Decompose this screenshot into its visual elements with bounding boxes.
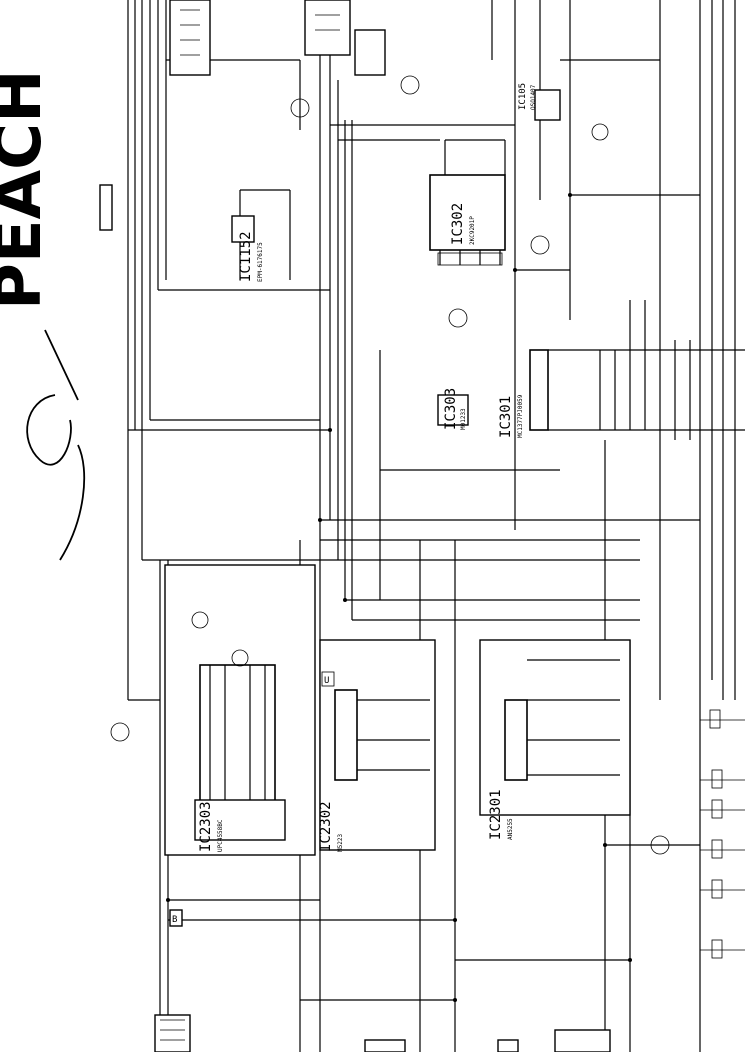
header-signature: [26, 329, 86, 561]
ic2302-label: IC2302: [318, 801, 334, 852]
ic1152-part: EPM-6176175: [257, 242, 264, 282]
ic302-label: IC302: [450, 203, 466, 245]
ic2303-label: IC2303: [198, 801, 214, 852]
ic2301-block: IC2301 AN5255: [479, 639, 631, 840]
right-edge-parts: [700, 709, 745, 959]
top-left-circuit: [99, 0, 420, 280]
bottom-circuit: B: [154, 835, 670, 1052]
ic2302-part: M5223: [337, 834, 344, 852]
ic303-part: M01233: [460, 408, 467, 430]
junction-dots: [166, 193, 632, 1002]
ic2303-block: IC2303 UPC4558BC: [110, 564, 316, 856]
header-block: PEACH: [0, 69, 56, 310]
ic105-block: IC105 QSQ1407: [518, 83, 609, 141]
ic303-block: IC303 M01233: [437, 308, 469, 430]
ic2302-block: U IC2302 M5223: [318, 639, 436, 852]
connector-mark: U: [324, 676, 329, 686]
ic105-part: QSQ1407: [530, 84, 537, 110]
ic303-label: IC303: [443, 388, 459, 430]
ic1152-label: IC1152: [238, 231, 254, 282]
ic1152-block: IC1152 EPM-6176175: [238, 231, 264, 282]
ic2301-label: IC2301: [488, 789, 504, 840]
side-mark: B: [172, 915, 177, 925]
vertical-buses: [127, 0, 736, 1052]
ic302-block: IC302 2KC9201P: [429, 139, 550, 266]
header-text: PEACH: [0, 69, 56, 310]
ic301-block: IC301 MC1377PJ0059: [498, 300, 745, 440]
ic105-label: IC105: [518, 83, 528, 110]
horizontal-buses: [128, 59, 700, 1001]
ic2301-part: AN5255: [507, 818, 514, 840]
ic2303-part: UPC4558BC: [217, 819, 224, 852]
ic302-part: 2KC9201P: [469, 216, 476, 245]
ic301-label: IC301: [498, 396, 514, 438]
ic301-part: MC1377PJ0059: [517, 394, 524, 438]
